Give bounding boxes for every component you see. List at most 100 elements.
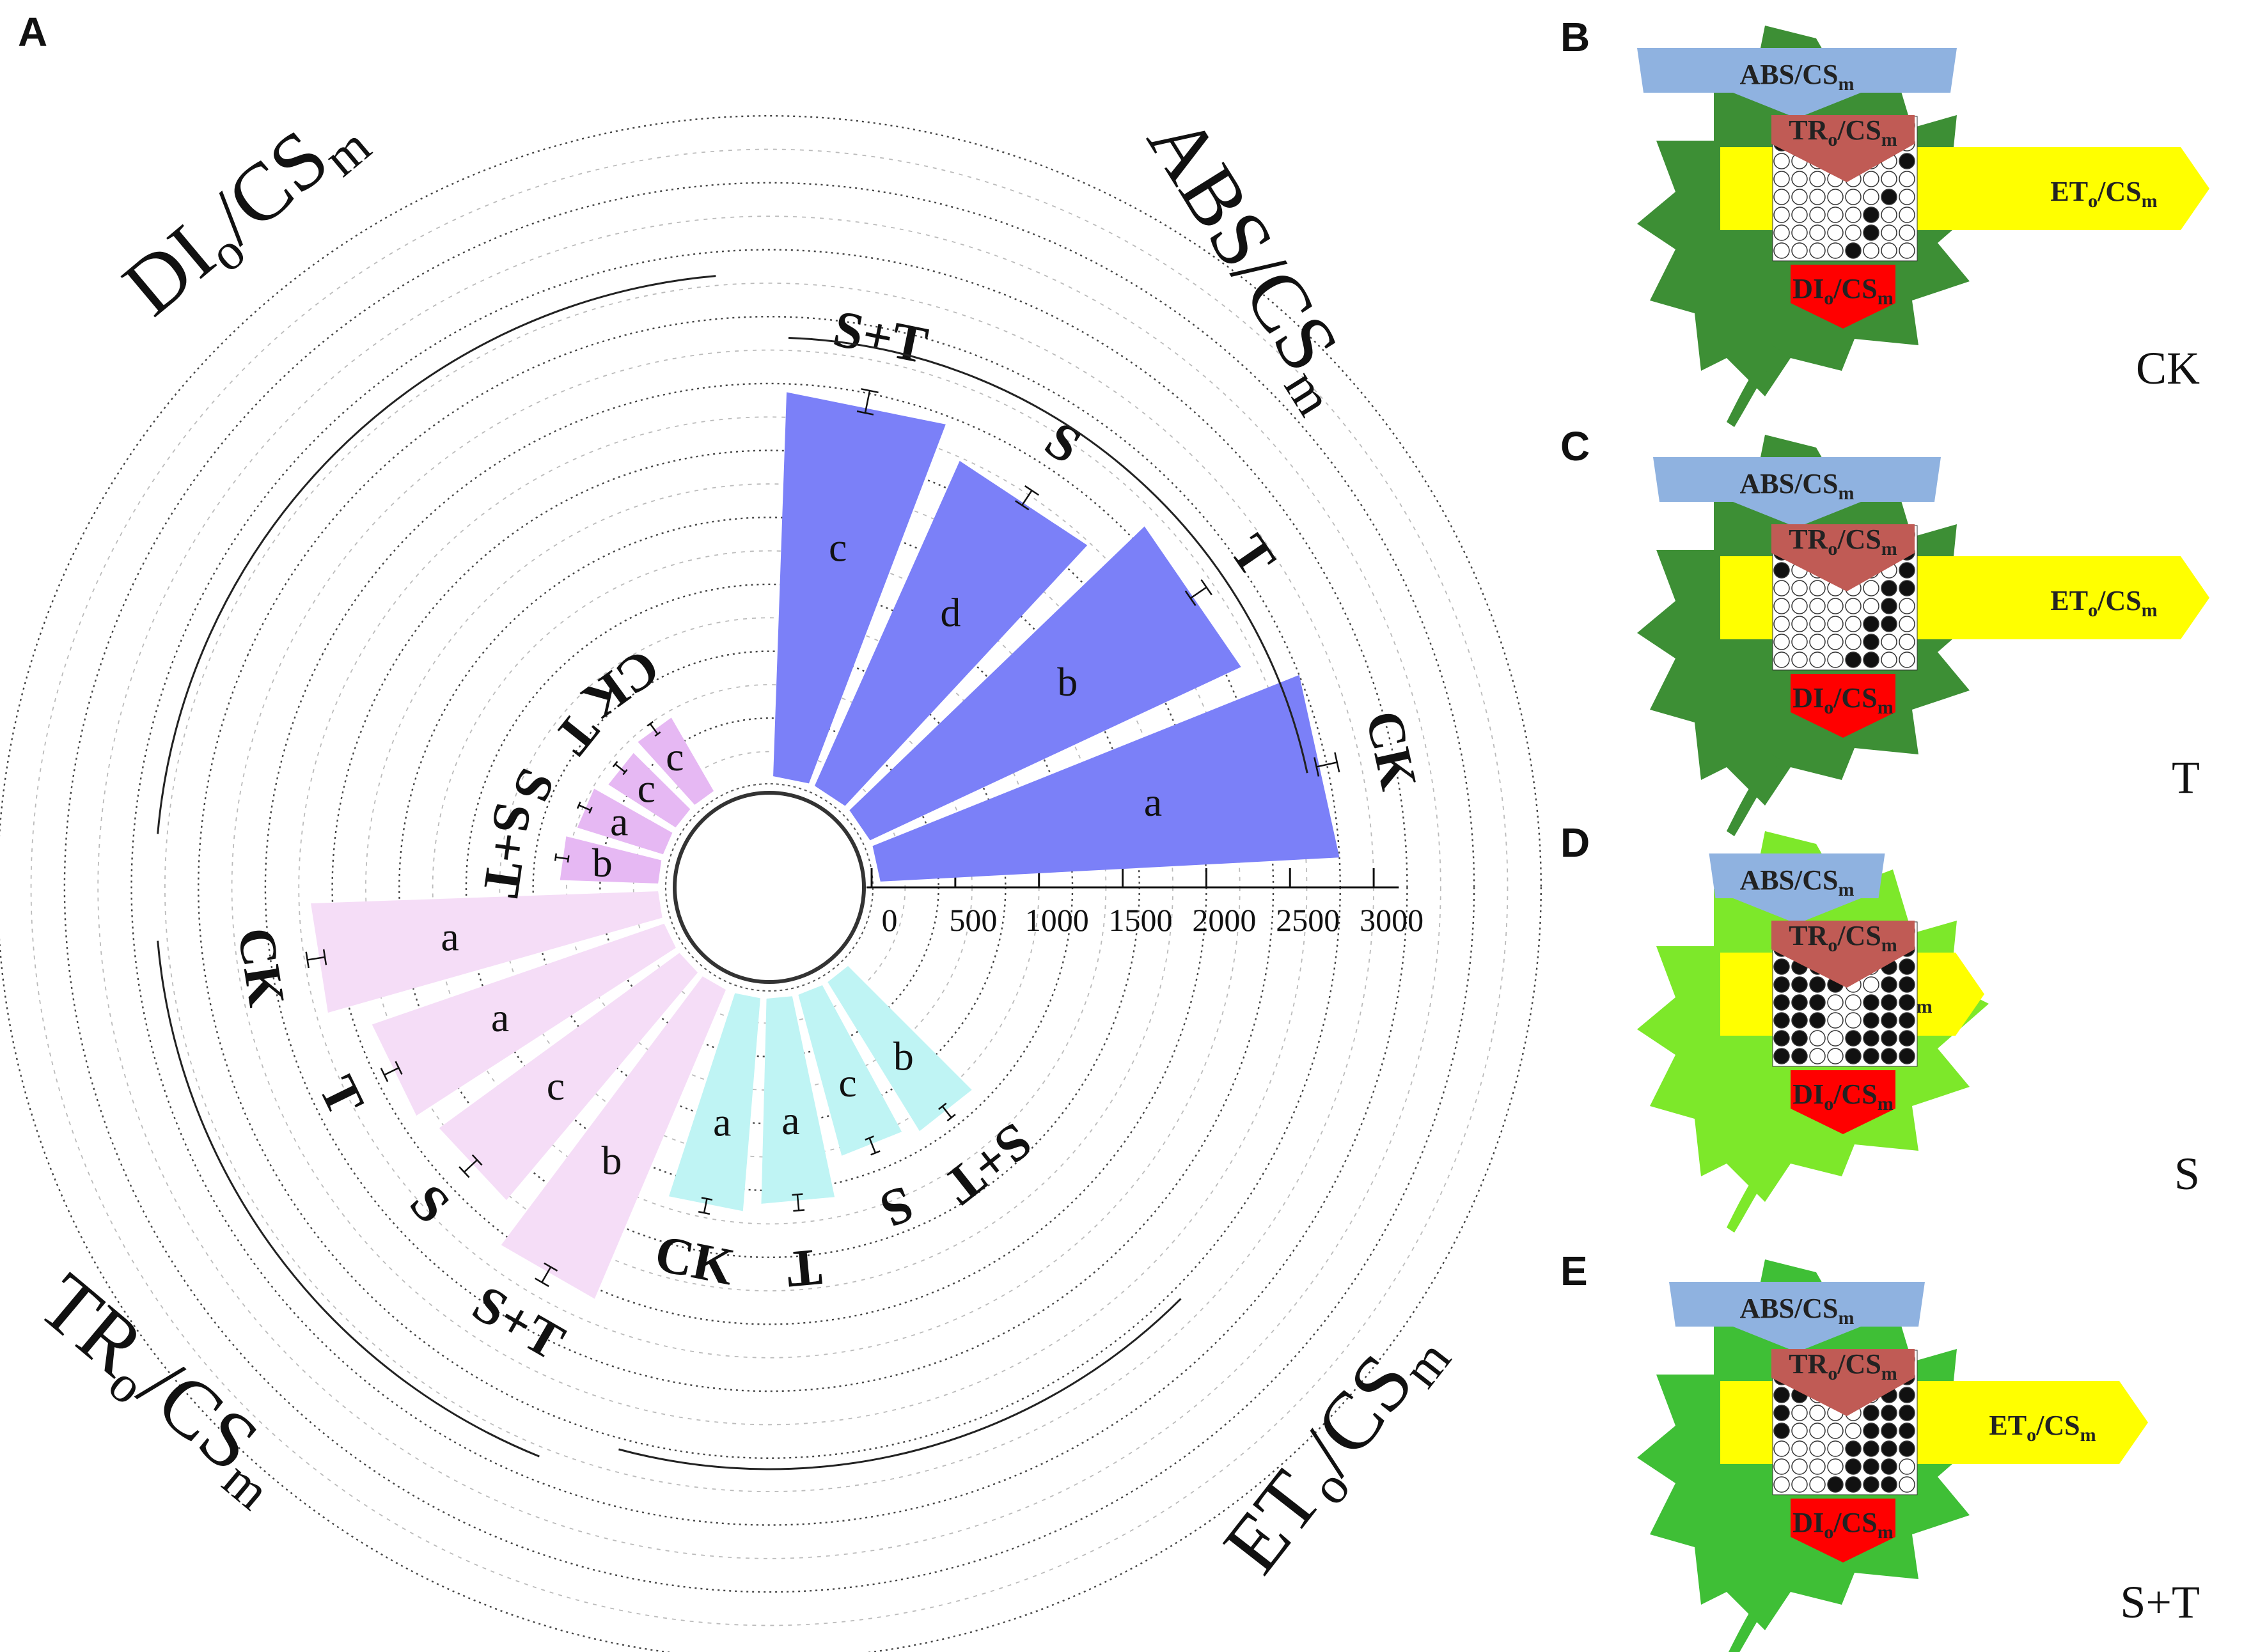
open-center (1845, 207, 1862, 223)
error-bar (864, 390, 871, 414)
open-center (1791, 598, 1808, 614)
treatment-label: S (873, 1174, 922, 1239)
open-center (1899, 1476, 1915, 1493)
open-center (1809, 634, 1826, 650)
treatment-label: CK (650, 1224, 739, 1296)
panel-label: E (1560, 1248, 1588, 1294)
open-center (1881, 242, 1897, 259)
closed-center (1791, 976, 1808, 993)
open-center (1773, 1458, 1790, 1475)
closed-center (1881, 189, 1897, 205)
significance-letter: b (893, 1034, 914, 1079)
open-center (1773, 634, 1790, 650)
tr-label-base2: /CS (1837, 920, 1881, 951)
error-cap (305, 951, 310, 969)
open-center (1773, 616, 1790, 632)
tr-label-sub: o (1828, 129, 1837, 150)
closed-center (1899, 1048, 1915, 1064)
et-label-sub: o (2088, 600, 2098, 621)
open-center (1881, 634, 1897, 650)
axis-tick-label: 3000 (1360, 902, 1424, 938)
et-label-base2: /CS (2097, 176, 2141, 207)
open-center (1809, 651, 1826, 668)
bar-S+T (560, 836, 662, 884)
di-label: DIo/CSm (1792, 1507, 1893, 1543)
closed-center (1845, 242, 1862, 259)
open-center (1881, 651, 1897, 668)
open-center (1827, 189, 1844, 205)
error-cap (322, 949, 327, 965)
open-center (1863, 976, 1879, 993)
tr-arrow (1771, 921, 1915, 988)
abs-label: ABS/CSm (1739, 1293, 1854, 1329)
treatment-label: T (1220, 524, 1287, 586)
open-center (1809, 1030, 1826, 1047)
closed-center (1845, 1030, 1862, 1047)
error-cap (647, 721, 654, 727)
tr-label-base: TR (1789, 1348, 1828, 1380)
abs-box (1653, 457, 1941, 527)
closed-center (1881, 616, 1897, 632)
di-label-sub: o (1824, 1093, 1833, 1114)
open-center (1791, 1476, 1808, 1493)
di-label-base2: /CS (1833, 682, 1877, 713)
closed-center (1863, 1012, 1879, 1029)
error-bar (796, 1194, 800, 1211)
closed-center (1899, 1387, 1915, 1403)
error-bar (703, 1198, 708, 1213)
open-center (1845, 634, 1862, 650)
closed-center (1899, 580, 1915, 596)
open-center (1845, 189, 1862, 205)
closed-center (1773, 1387, 1790, 1403)
tr-label-base: TR (1789, 114, 1828, 146)
di-label-base2: /CS (1833, 273, 1877, 304)
leaf-model-panels: BABS/CSmETo/CSmTRo/CSmDIo/CSmCKCABS/CSmE… (1560, 14, 2209, 1652)
significance-letter: d (940, 589, 961, 635)
open-center (1827, 1030, 1844, 1047)
error-bar (1190, 586, 1207, 599)
open-center (1809, 207, 1826, 223)
error-cap (1024, 485, 1040, 496)
open-center (1899, 242, 1915, 259)
error-bar (941, 1105, 952, 1118)
open-center (1899, 634, 1915, 650)
open-center (1791, 224, 1808, 241)
error-cap (793, 1209, 805, 1212)
open-center (1791, 207, 1808, 223)
open-center (1845, 224, 1862, 241)
tr-label-sub: o (1828, 935, 1837, 956)
bar-CK (669, 993, 760, 1212)
di-label-base: DI (1792, 682, 1824, 713)
abs-label: ABS/CSm (1739, 468, 1854, 504)
panel-label: D (1560, 820, 1590, 866)
tr-label-sub: o (1828, 1363, 1837, 1384)
closed-center (1809, 1012, 1826, 1029)
open-center (1809, 616, 1826, 632)
open-center (1773, 189, 1790, 205)
leaf-stem (1727, 345, 1781, 427)
treatment-label: CK (1354, 706, 1428, 795)
di-label-sub2: m (1878, 697, 1894, 718)
closed-center (1845, 1458, 1862, 1475)
closed-center (1845, 1048, 1862, 1064)
bar-S+T (827, 966, 972, 1132)
error-cap (459, 1166, 470, 1178)
treatment-label: CK (572, 637, 670, 731)
treatment-label: S+T (829, 299, 932, 375)
open-center (1863, 189, 1879, 205)
tr-label-sub: o (1828, 538, 1837, 559)
open-center (1845, 616, 1862, 632)
et-label: ETo/CSm (2050, 585, 2157, 621)
leaf-stem (1727, 1151, 1781, 1233)
panel-label-a: A (18, 9, 47, 55)
closed-center (1773, 562, 1790, 579)
closed-center (1845, 1476, 1862, 1493)
bar-S (577, 788, 673, 855)
open-center (1791, 634, 1808, 650)
axis-tick-label: 2500 (1276, 902, 1340, 938)
open-center (1809, 1048, 1826, 1064)
closed-center (1773, 1048, 1790, 1064)
grid-ring (130, 249, 1408, 1526)
